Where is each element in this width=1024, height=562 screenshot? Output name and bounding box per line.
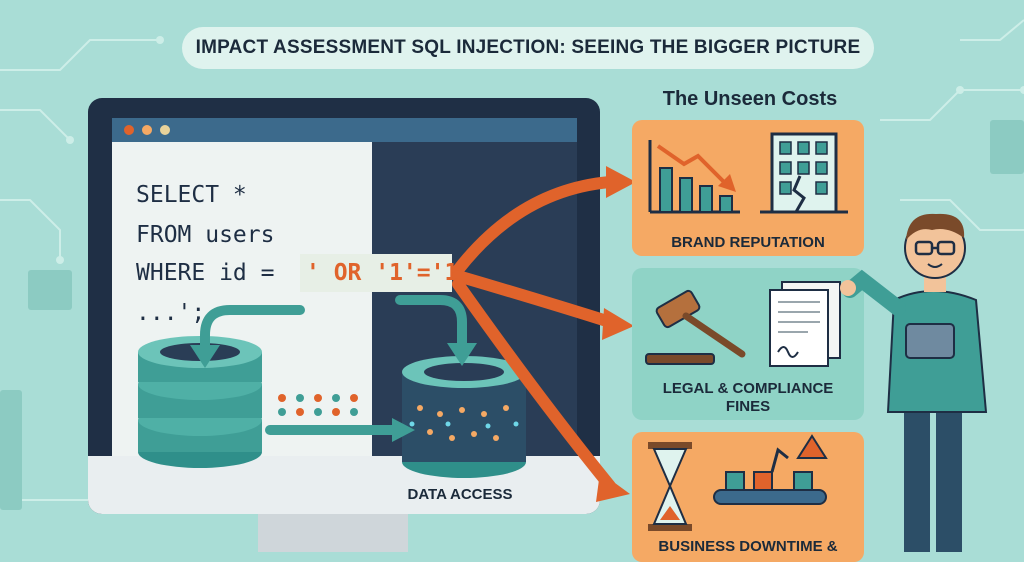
analyst-icon [840,213,988,552]
hourglass-icon [648,442,692,531]
injection-payload: ' OR '1'='1 [306,260,459,286]
code-line-2: FROM users [136,222,275,248]
window-maximize-dot [160,125,170,135]
monitor-stand [258,514,408,552]
legal-fines-illustration [645,281,841,367]
costs-title: The Unseen Costs [662,88,838,110]
code-line-3: WHERE id = [136,260,275,286]
window-minimize-dot [142,125,152,135]
data-packets [278,394,358,416]
declining-chart-icon [648,140,740,214]
legal-document-icon [769,281,841,367]
code-line-1: SELECT * [136,182,247,208]
business-downtime-label: BUSINESS DOWNTIME & [658,538,838,555]
conveyor-belt-icon [713,434,828,505]
code-line-4: ...'; [136,300,206,326]
injection-highlight [300,254,452,292]
brand-reputation-illustration [648,132,848,214]
gavel-icon [645,289,746,365]
window-titlebar [112,118,577,142]
window-close-dot [124,125,134,135]
data-access-label: DATA ACCESS [407,486,513,503]
page-title: IMPACT ASSESSMENT SQL INJECTION: SEEING … [182,27,874,69]
business-downtime-illustration [648,434,828,531]
legal-fines-label-line1: LEGAL & COMPLIANCE [662,380,834,397]
legal-fines-label-line2: FINES [725,398,771,415]
breached-database-icon [402,356,526,478]
analyst-illustration [840,213,988,552]
cracked-building-icon [760,132,848,214]
brand-reputation-label: BRAND REPUTATION [671,234,825,251]
